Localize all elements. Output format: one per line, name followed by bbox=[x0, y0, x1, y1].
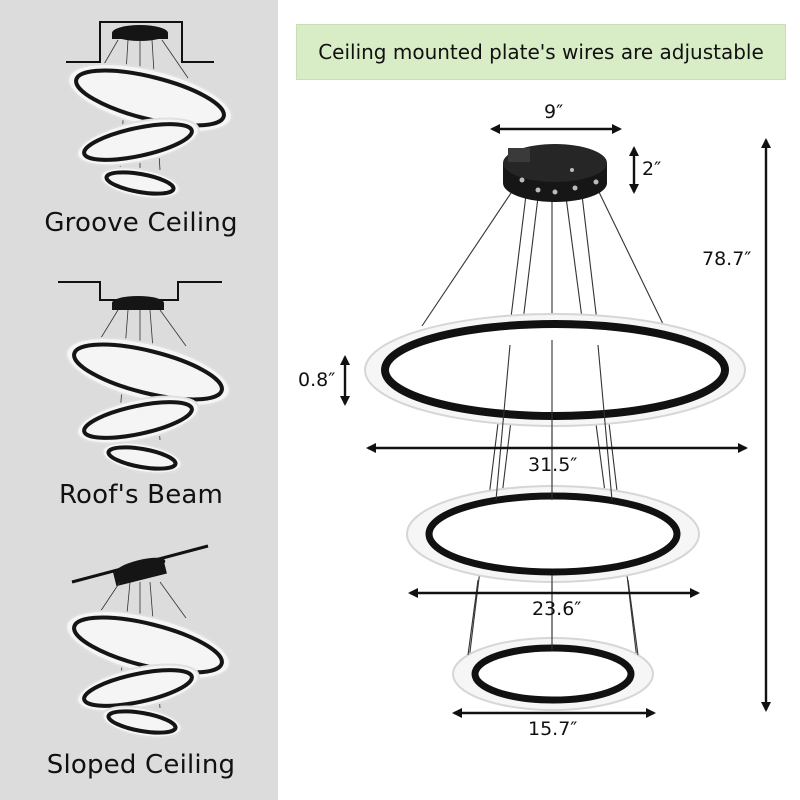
info-banner: Ceiling mounted plate's wires are adjust… bbox=[296, 24, 786, 80]
dimension-arrows bbox=[340, 124, 771, 718]
label-large-ring: 31.5″ bbox=[528, 454, 578, 476]
main-chandelier bbox=[364, 144, 746, 711]
small-ring bbox=[452, 637, 654, 711]
mount-label-beam: Roof's Beam bbox=[58, 480, 224, 510]
mount-label-groove: Groove Ceiling bbox=[44, 208, 238, 238]
label-total-height: 78.7″ bbox=[702, 248, 752, 270]
label-medium-ring: 23.6″ bbox=[532, 598, 582, 620]
mount-label-sloped: Sloped Ceiling bbox=[46, 750, 236, 780]
roofs-beam-illustration bbox=[58, 281, 231, 475]
label-canopy-width: 9″ bbox=[544, 101, 564, 123]
label-small-ring: 15.7″ bbox=[528, 718, 578, 740]
large-ring bbox=[364, 313, 746, 427]
medium-ring bbox=[406, 485, 700, 583]
label-canopy-height: 2″ bbox=[642, 158, 662, 180]
panel-divider bbox=[278, 0, 287, 800]
groove-ceiling-illustration bbox=[66, 21, 233, 200]
sloped-ceiling-illustration bbox=[65, 544, 231, 739]
canopy bbox=[503, 144, 607, 202]
label-ring-thickness: 0.8″ bbox=[298, 369, 336, 391]
